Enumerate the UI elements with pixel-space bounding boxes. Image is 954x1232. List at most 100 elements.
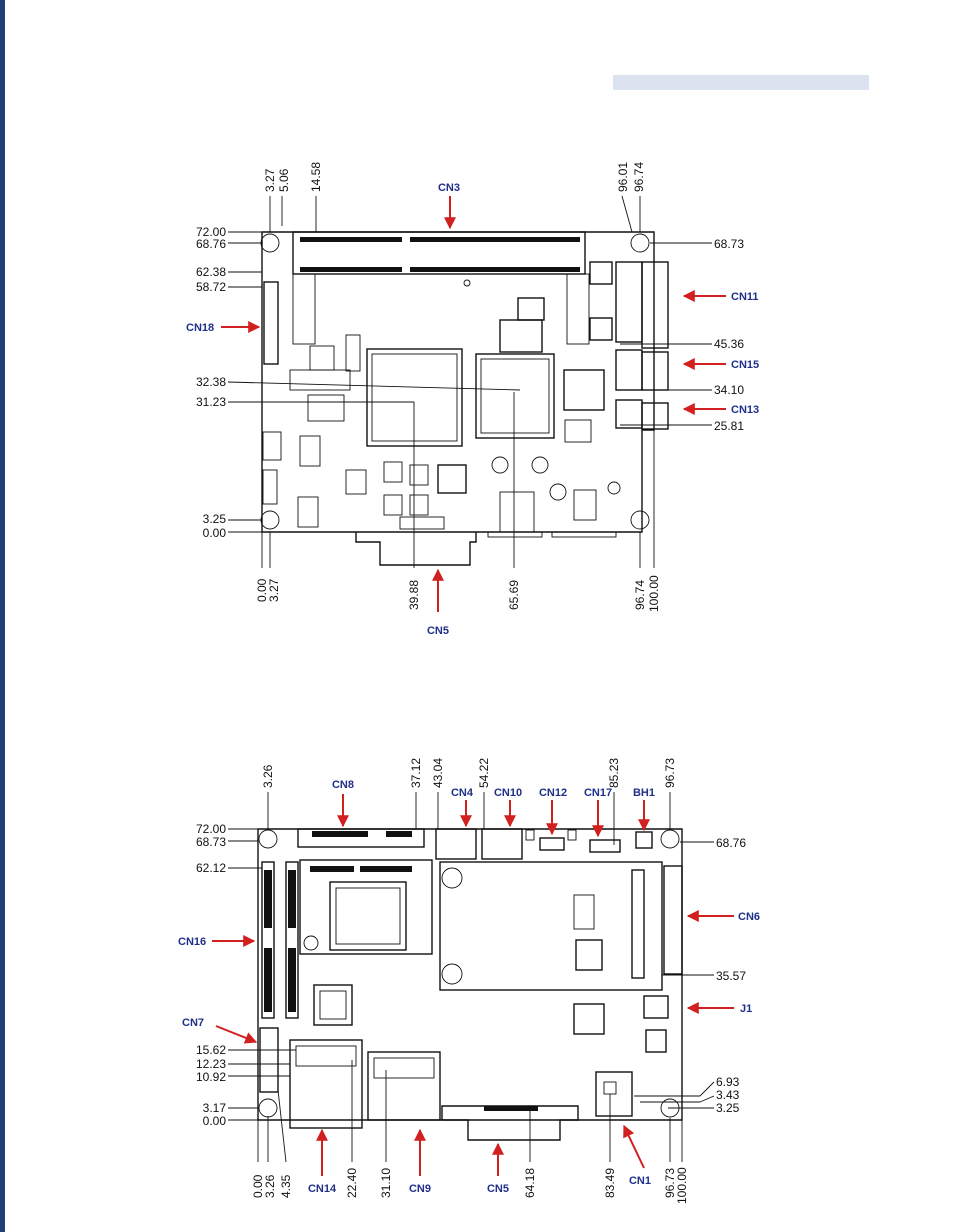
bottom-label-j1: J1 bbox=[740, 1003, 752, 1015]
top-dim-left-3: 62.38 bbox=[196, 265, 226, 279]
bottom-label-cn14: CN14 bbox=[308, 1183, 337, 1195]
bottom-cn6-connector bbox=[663, 865, 683, 975]
bottom-dim-left-7: 3.17 bbox=[203, 1101, 227, 1115]
bottom-label-cn1: CN1 bbox=[629, 1175, 651, 1187]
bottom-label-cn5: CN5 bbox=[487, 1183, 509, 1195]
top-dim-bottom-5: 96.74 bbox=[633, 580, 647, 610]
top-hole-br bbox=[630, 510, 650, 530]
top-hole-bl bbox=[260, 510, 280, 530]
bottom-dim-right-3: 6.93 bbox=[716, 1075, 740, 1089]
page-side-bar bbox=[0, 0, 5, 1232]
top-dim-left-4: 58.72 bbox=[196, 280, 226, 294]
top-hole-tl bbox=[260, 233, 280, 253]
top-dim-top-3: 14.58 bbox=[309, 162, 323, 192]
top-label-cn11: CN11 bbox=[731, 291, 759, 303]
top-dim-left-2: 68.76 bbox=[196, 237, 226, 251]
bottom-dim-left-1: 72.00 bbox=[196, 822, 226, 836]
top-dim-right-4: 25.81 bbox=[714, 419, 744, 433]
top-chipset bbox=[475, 353, 555, 439]
top-dim-left-7: 3.25 bbox=[203, 512, 227, 526]
bottom-dim-bottom-2: 3.26 bbox=[263, 1174, 277, 1198]
bottom-cn1-connector bbox=[595, 1071, 633, 1117]
bottom-cn12-connector bbox=[539, 837, 565, 851]
bottom-dim-bottom-4: 22.40 bbox=[345, 1168, 359, 1198]
bottom-dim-bottom-5: 31.10 bbox=[379, 1168, 393, 1198]
bottom-dim-right-1: 68.76 bbox=[716, 836, 746, 850]
bottom-label-cn9: CN9 bbox=[409, 1183, 431, 1195]
bottom-cn8-connector bbox=[297, 828, 425, 848]
bottom-dim-left-4: 15.62 bbox=[196, 1043, 226, 1057]
top-dim-right-1: 68.73 bbox=[714, 237, 744, 251]
top-dim-top-1: 3.27 bbox=[263, 168, 277, 192]
top-label-cn3: CN3 bbox=[438, 182, 460, 194]
bottom-label-cn16: CN16 bbox=[178, 936, 206, 948]
bottom-dim-left-6: 10.92 bbox=[196, 1070, 226, 1084]
top-label-cn15: CN15 bbox=[731, 359, 759, 371]
bottom-label-cn7: CN7 bbox=[182, 1017, 204, 1029]
bottom-label-bh1: BH1 bbox=[633, 787, 655, 799]
bottom-dim-bottom-6: 64.18 bbox=[523, 1168, 537, 1198]
top-cn18-connector bbox=[263, 281, 279, 365]
bottom-dimension-lines bbox=[228, 792, 715, 1163]
bottom-dim-left-5: 12.23 bbox=[196, 1057, 226, 1071]
top-cn15-connector bbox=[615, 349, 643, 391]
bottom-cn16-connector bbox=[261, 861, 275, 1019]
bottom-dim-right-2: 35.57 bbox=[716, 969, 746, 983]
bottom-diagram: CN8 CN4 CN10 CN12 CN17 BH1 CN6 J1 CN16 C… bbox=[178, 758, 760, 1204]
top-dim-bottom-4: 65.69 bbox=[507, 580, 521, 610]
bottom-label-cn8: CN8 bbox=[332, 779, 354, 791]
bottom-dim-top-3: 43.04 bbox=[431, 758, 445, 788]
bottom-dim-bottom-8: 96.73 bbox=[663, 1168, 677, 1198]
bottom-cn9-connector bbox=[367, 1051, 441, 1121]
top-cn13-connector bbox=[615, 399, 643, 429]
bottom-dim-top-2: 37.12 bbox=[409, 758, 423, 788]
top-dim-bottom-6: 100.00 bbox=[647, 575, 661, 612]
top-dim-top-4: 96.01 bbox=[616, 162, 630, 192]
top-dim-top-5: 96.74 bbox=[632, 162, 646, 192]
top-label-cn13: CN13 bbox=[731, 404, 759, 416]
bottom-dim-left-8: 0.00 bbox=[203, 1114, 227, 1128]
top-sodimm-slot bbox=[292, 231, 586, 275]
top-board-outline bbox=[261, 231, 655, 533]
top-cn11-connector bbox=[615, 261, 643, 343]
top-dim-right-3: 34.10 bbox=[714, 383, 744, 397]
bottom-label-cn4: CN4 bbox=[451, 787, 474, 799]
bottom-label-cn10: CN10 bbox=[494, 787, 522, 799]
top-cpu-chip bbox=[366, 348, 463, 447]
bottom-bga-chip bbox=[329, 881, 407, 951]
bottom-dim-bottom-7: 83.49 bbox=[603, 1168, 617, 1198]
top-dim-bottom-1: 0.00 bbox=[255, 578, 269, 602]
top-diagram: CN3 CN11 CN15 CN13 CN18 CN5 3.27 5.06 14… bbox=[186, 162, 759, 637]
bottom-dim-top-6: 96.73 bbox=[663, 758, 677, 788]
bottom-dim-bottom-3: 4.35 bbox=[279, 1174, 293, 1198]
bottom-bh1-connector bbox=[635, 831, 653, 849]
bottom-cn4-connector bbox=[435, 828, 477, 860]
top-dim-bottom-3: 39.88 bbox=[407, 580, 421, 610]
bottom-mini-pcie-area bbox=[439, 861, 663, 991]
top-dimension-lines bbox=[227, 195, 712, 568]
bottom-j1-connector bbox=[643, 995, 669, 1019]
bottom-label-cn12: CN12 bbox=[539, 787, 567, 799]
bottom-dim-left-2: 68.73 bbox=[196, 835, 226, 849]
bottom-cn7-connector bbox=[259, 1027, 279, 1093]
bottom-cn14-connector bbox=[289, 1039, 363, 1129]
bottom-board-outline bbox=[257, 828, 683, 1121]
top-cn5-connector bbox=[355, 532, 477, 566]
bottom-label-cn6: CN6 bbox=[738, 911, 760, 923]
bottom-dim-left-3: 62.12 bbox=[196, 861, 226, 875]
bottom-dim-top-5: 85.23 bbox=[607, 758, 621, 788]
bottom-dim-top-1: 3.26 bbox=[261, 764, 275, 788]
bottom-cn17-connector bbox=[589, 839, 621, 853]
bottom-dim-bottom-1: 0.00 bbox=[251, 1174, 265, 1198]
top-label-cn18: CN18 bbox=[186, 322, 214, 334]
top-dim-left-8: 0.00 bbox=[203, 526, 227, 540]
bottom-dim-bottom-9: 100.00 bbox=[675, 1167, 689, 1204]
top-dim-right-2: 45.36 bbox=[714, 337, 744, 351]
header-band bbox=[613, 75, 869, 90]
bottom-dim-right-4: 3.43 bbox=[716, 1088, 740, 1102]
top-dim-left-5: 32.38 bbox=[196, 375, 226, 389]
top-dim-bottom-2: 3.27 bbox=[267, 578, 281, 602]
top-hole-tr bbox=[630, 233, 650, 253]
top-dim-left-1: 72.00 bbox=[196, 225, 226, 239]
